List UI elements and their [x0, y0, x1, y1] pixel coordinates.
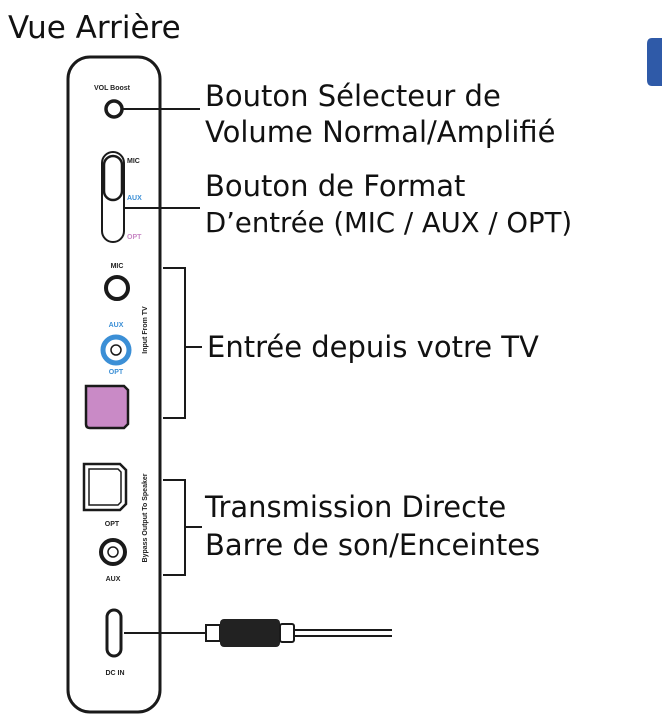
switch-mic-label: MIC	[127, 158, 140, 165]
dc-in-port[interactable]	[105, 608, 123, 658]
device-panel	[66, 55, 162, 714]
switch-opt-label: OPT	[127, 234, 142, 241]
input-vertical-label: Input From TV	[142, 306, 149, 354]
corner-badge	[647, 38, 662, 86]
format-switch-knob[interactable]	[102, 154, 124, 202]
switch-aux-label: AUX	[127, 195, 142, 202]
mic-jack[interactable]	[104, 275, 130, 301]
vol-callout-line1: Bouton Sélecteur de	[205, 79, 501, 113]
bypass-vertical-label: Bypass Output To Speaker	[142, 473, 149, 562]
out-aux-label: AUX	[106, 576, 121, 583]
bypass-bracket	[163, 479, 186, 576]
usb-c-cable-icon	[124, 619, 392, 647]
bypass-callout-line2: Barre de son/Enceintes	[205, 528, 540, 562]
aux-input-jack-core	[110, 344, 122, 356]
aux-output-jack-core	[107, 546, 119, 558]
vol-callout-line2: Volume Normal/Amplifié	[205, 115, 556, 149]
jack-opt-label: OPT	[109, 369, 124, 376]
input-callout: Entrée depuis votre TV	[207, 330, 539, 364]
optical-output-port-inner	[88, 468, 122, 506]
format-callout-line2: D’entrée (MIC / AUX / OPT)	[205, 207, 572, 239]
bypass-callout-line1: Transmission Directe	[204, 490, 506, 524]
input-bracket	[163, 267, 186, 419]
jack-mic-label: MIC	[111, 263, 124, 270]
vol-boost-label: VOL Boost	[94, 85, 131, 92]
vol-boost-button[interactable]	[104, 99, 124, 119]
format-callout-line1: Bouton de Format	[205, 169, 465, 203]
jack-aux-label: AUX	[109, 322, 124, 329]
out-opt-label: OPT	[105, 521, 120, 528]
dc-in-label: DC IN	[105, 670, 124, 677]
diagram-title: Vue Arrière	[8, 10, 181, 46]
optical-input-port[interactable]	[84, 384, 130, 430]
